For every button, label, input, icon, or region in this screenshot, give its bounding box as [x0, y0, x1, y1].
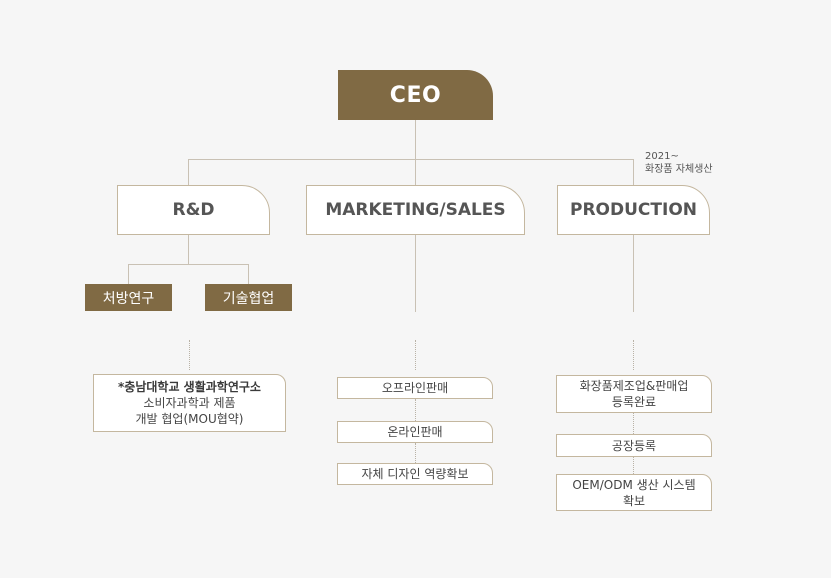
marketing-item-design-capability: 자체 디자인 역량확보 [337, 463, 493, 485]
marketing-dotted-connector [415, 340, 416, 370]
production-item-2-label: 공장등록 [611, 438, 657, 453]
dept-rd: R&D [117, 185, 270, 235]
dept-production: PRODUCTION [557, 185, 710, 235]
dept-marketing-sales: MARKETING/SALES [306, 185, 525, 235]
dept-marketing-label: MARKETING/SALES [325, 200, 506, 220]
marketing-item-2-label: 온라인판매 [387, 425, 443, 439]
rd-sub-drop-left [128, 264, 129, 284]
production-item-factory: 공장등록 [556, 434, 712, 457]
production-note-year: 2021~ [645, 151, 679, 162]
dept-rd-label: R&D [172, 200, 215, 220]
ceo-connector [415, 120, 416, 160]
marketing-item-online-sales: 온라인판매 [337, 421, 493, 443]
production-item-3-line-2: 확보 [622, 493, 646, 508]
rd-subunit-tech-collaboration: 기술협업 [205, 284, 292, 311]
rd-sub-stem [188, 234, 189, 264]
rd-item-line-3: 개발 협업(MOU협약) [135, 412, 244, 426]
marketing-drop [415, 159, 416, 185]
rd-item-line-2: 소비자과학과 제품 [143, 396, 236, 410]
rd-subunit-prescription-research: 처방연구 [85, 284, 172, 311]
rd-sub-bus [128, 264, 248, 265]
production-note-text: 화장품 자체생산 [645, 164, 713, 175]
rd-item-university-mou: *충남대학교 생활과학연구소 소비자과학과 제품 개발 협업(MOU협약) [93, 374, 286, 432]
marketing-item-3-label: 자체 디자인 역량확보 [361, 467, 469, 481]
production-item-registration: 화장품제조업&판매업 등록완료 [556, 375, 712, 413]
ceo-label: CEO [389, 82, 442, 108]
marketing-item-1-label: 오프라인판매 [381, 381, 449, 395]
department-bus [188, 159, 634, 160]
production-dotted-connector [633, 340, 634, 370]
rd-subunit-label-2: 기술협업 [222, 290, 275, 307]
marketing-item-offline-sales: 오프라인판매 [337, 377, 493, 399]
marketing-dotted-2 [415, 443, 416, 463]
production-item-1-line-1: 화장품제조업&판매업 [579, 379, 689, 393]
dept-production-label: PRODUCTION [570, 200, 697, 220]
marketing-stem [415, 234, 416, 312]
rd-drop [188, 159, 189, 185]
production-dotted-2 [633, 457, 634, 474]
rd-item-line-1: *충남대학교 생활과학연구소 [118, 380, 261, 394]
production-item-1-line-2: 등록완료 [611, 395, 657, 409]
ceo-box: CEO [338, 70, 493, 120]
production-item-oem-odm: OEM/ODM 생산 시스템 확보 [556, 474, 712, 511]
production-item-3-line-1: OEM/ODM 생산 시스템 [572, 477, 696, 492]
production-drop [633, 159, 634, 185]
production-note: 2021~ 화장품 자체생산 [645, 150, 713, 176]
rd-sub-drop-right [248, 264, 249, 284]
production-stem [633, 234, 634, 312]
rd-subunit-label-1: 처방연구 [102, 290, 155, 307]
marketing-dotted-1 [415, 399, 416, 421]
rd-dotted-connector [189, 340, 190, 370]
production-dotted-1 [633, 413, 634, 434]
